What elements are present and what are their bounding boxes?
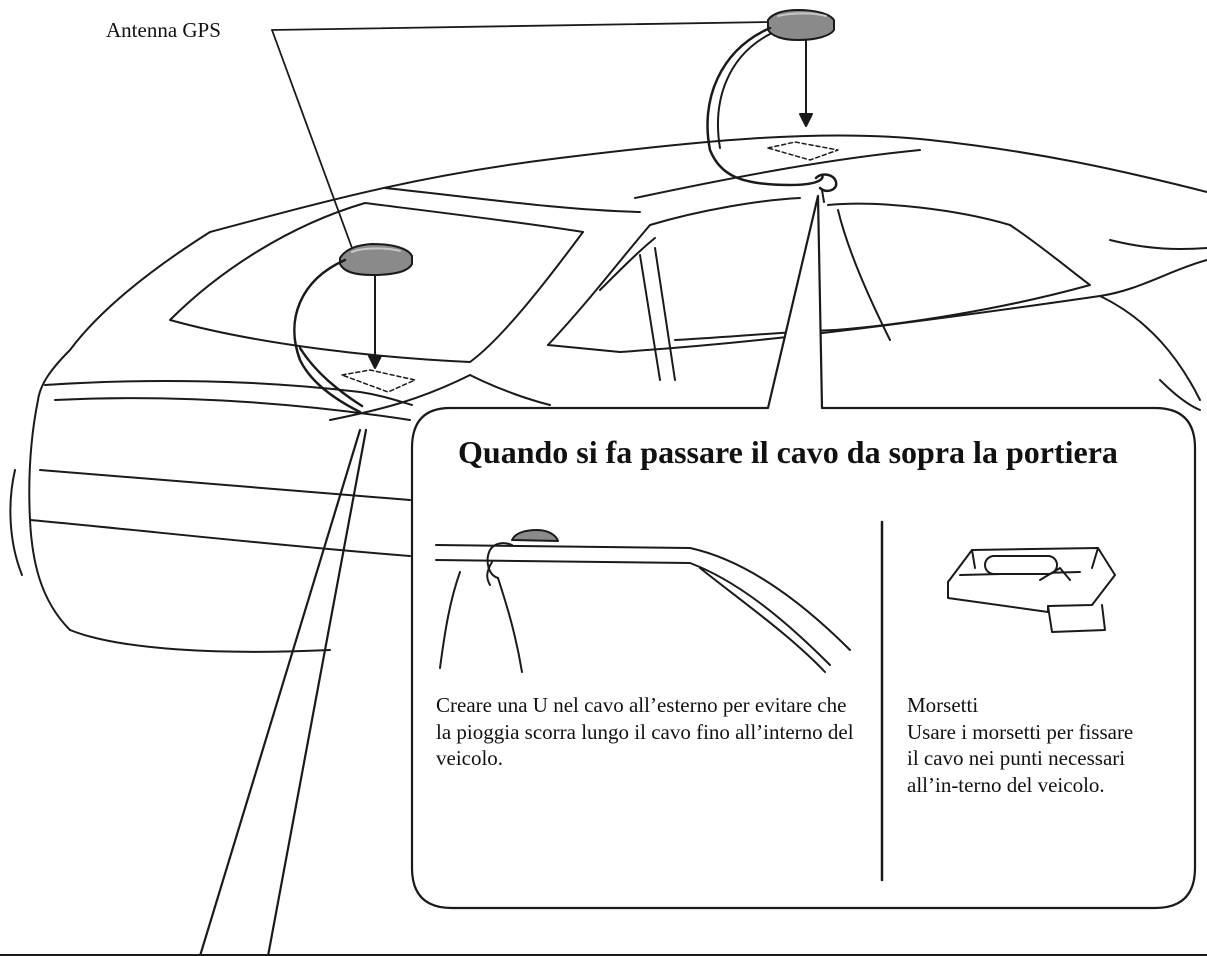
door-frame-inset	[435, 529, 851, 673]
clamp-inset	[947, 547, 1116, 633]
callout-bubble	[410, 194, 1197, 910]
antenna-leader-lines	[271, 21, 771, 249]
clamp-caption: Usare i morsetti per fissare il cavo nei…	[907, 719, 1134, 797]
roof-antenna	[706, 9, 839, 203]
car-body	[9, 134, 1207, 653]
bottom-pointer-lines	[0, 428, 1207, 956]
callout-title: Quando si fa passare il cavo da sopra la…	[458, 434, 1118, 470]
antenna-gps-label: Antenna GPS	[106, 18, 221, 42]
clamp-description: Morsetti Usare i morsetti per fissare il…	[907, 692, 1147, 799]
u-loop-caption: Creare una U nel cavo all’esterno per ev…	[436, 693, 854, 771]
rear-antenna	[293, 243, 416, 414]
clamp-title: Morsetti	[907, 693, 979, 717]
